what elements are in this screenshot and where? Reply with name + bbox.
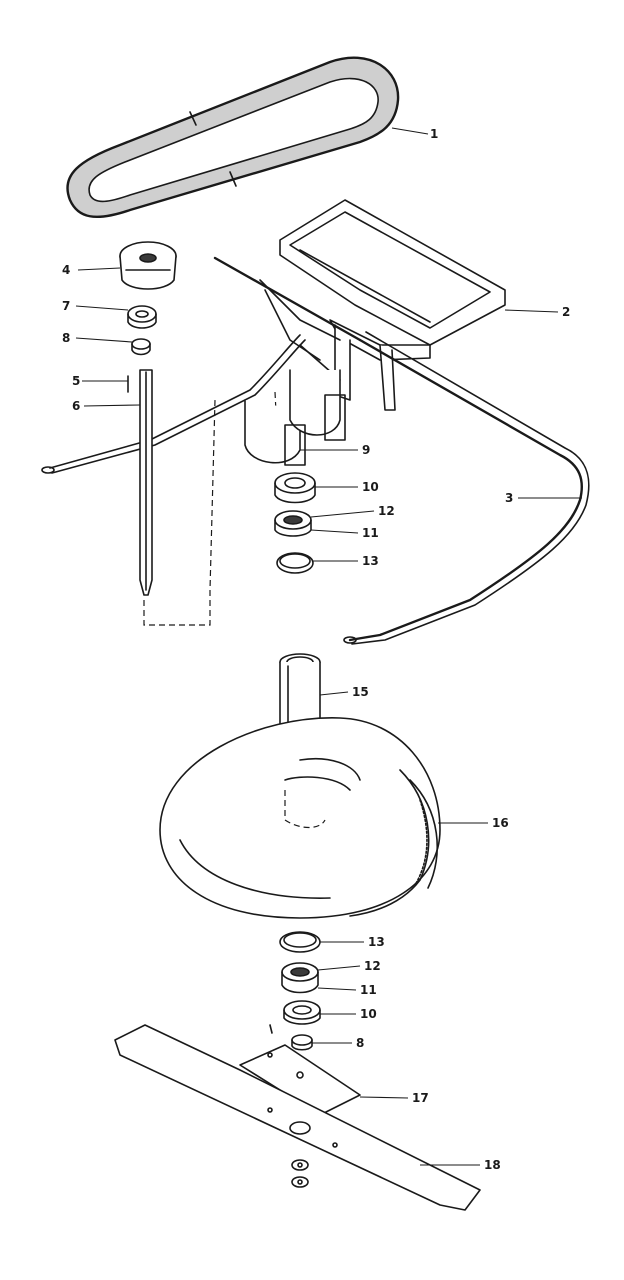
callout-bearing-cone-bottom: 11 bbox=[360, 983, 377, 997]
blade-drawing bbox=[114, 1024, 481, 1211]
bushing-bottom-drawing bbox=[269, 1024, 313, 1051]
callout-bushing-top: 8 bbox=[62, 331, 70, 345]
belt-drawing bbox=[66, 56, 400, 218]
bushing-top-drawing bbox=[131, 338, 151, 356]
callout-bushing-bottom: 8 bbox=[356, 1036, 364, 1050]
nuts-drawing bbox=[291, 1159, 309, 1188]
spacer-top-drawing bbox=[127, 305, 157, 329]
callout-handle-bar: 3 bbox=[505, 491, 513, 505]
bearing-race-top-drawing bbox=[274, 510, 312, 537]
pulley-drawing bbox=[119, 241, 177, 290]
bearing-race-bottom-drawing bbox=[281, 962, 319, 994]
callout-bearing-race-top: 12 bbox=[378, 504, 395, 518]
bearing-cup-top-drawing bbox=[274, 472, 316, 504]
callout-blade-adapter: 17 bbox=[412, 1091, 429, 1105]
callout-belt: 1 bbox=[430, 127, 438, 141]
callout-clamp: 9 bbox=[362, 443, 370, 457]
callout-bearing-cone-top: 11 bbox=[362, 526, 379, 540]
clamp-hidden-line bbox=[274, 391, 277, 413]
callout-labels: 1 2 3 4 7 8 5 6 9 10 12 11 13 15 16 13 1… bbox=[62, 127, 570, 1172]
callout-blade-housing: 16 bbox=[492, 816, 509, 830]
retaining-ring-top-drawing bbox=[276, 552, 314, 574]
callout-deck-bracket: 2 bbox=[562, 305, 570, 319]
callout-spacer-top: 7 bbox=[62, 299, 70, 313]
bearing-cup-bottom-drawing bbox=[283, 1000, 321, 1025]
callout-bearing-cup-top: 10 bbox=[362, 480, 379, 494]
callout-bearing-race-bottom: 12 bbox=[364, 959, 381, 973]
leader-lines bbox=[75, 127, 582, 1166]
retaining-ring-bottom-drawing bbox=[279, 931, 321, 953]
callout-shaft: 6 bbox=[72, 399, 80, 413]
callout-blade: 18 bbox=[484, 1158, 501, 1172]
callout-key: 5 bbox=[72, 374, 80, 388]
callout-retaining-ring-top: 13 bbox=[362, 554, 379, 568]
handle-bar-drawing bbox=[41, 256, 590, 645]
callout-pulley: 4 bbox=[62, 263, 70, 277]
callout-spindle-tube: 15 bbox=[352, 685, 369, 699]
blade-housing-drawing bbox=[159, 717, 441, 919]
clamp-drawing bbox=[244, 369, 346, 466]
shaft-drawing bbox=[139, 369, 153, 596]
callout-bearing-cup-bottom: 10 bbox=[360, 1007, 377, 1021]
callout-retaining-ring-bottom: 13 bbox=[368, 935, 385, 949]
shaft-hidden-line bbox=[143, 399, 216, 626]
